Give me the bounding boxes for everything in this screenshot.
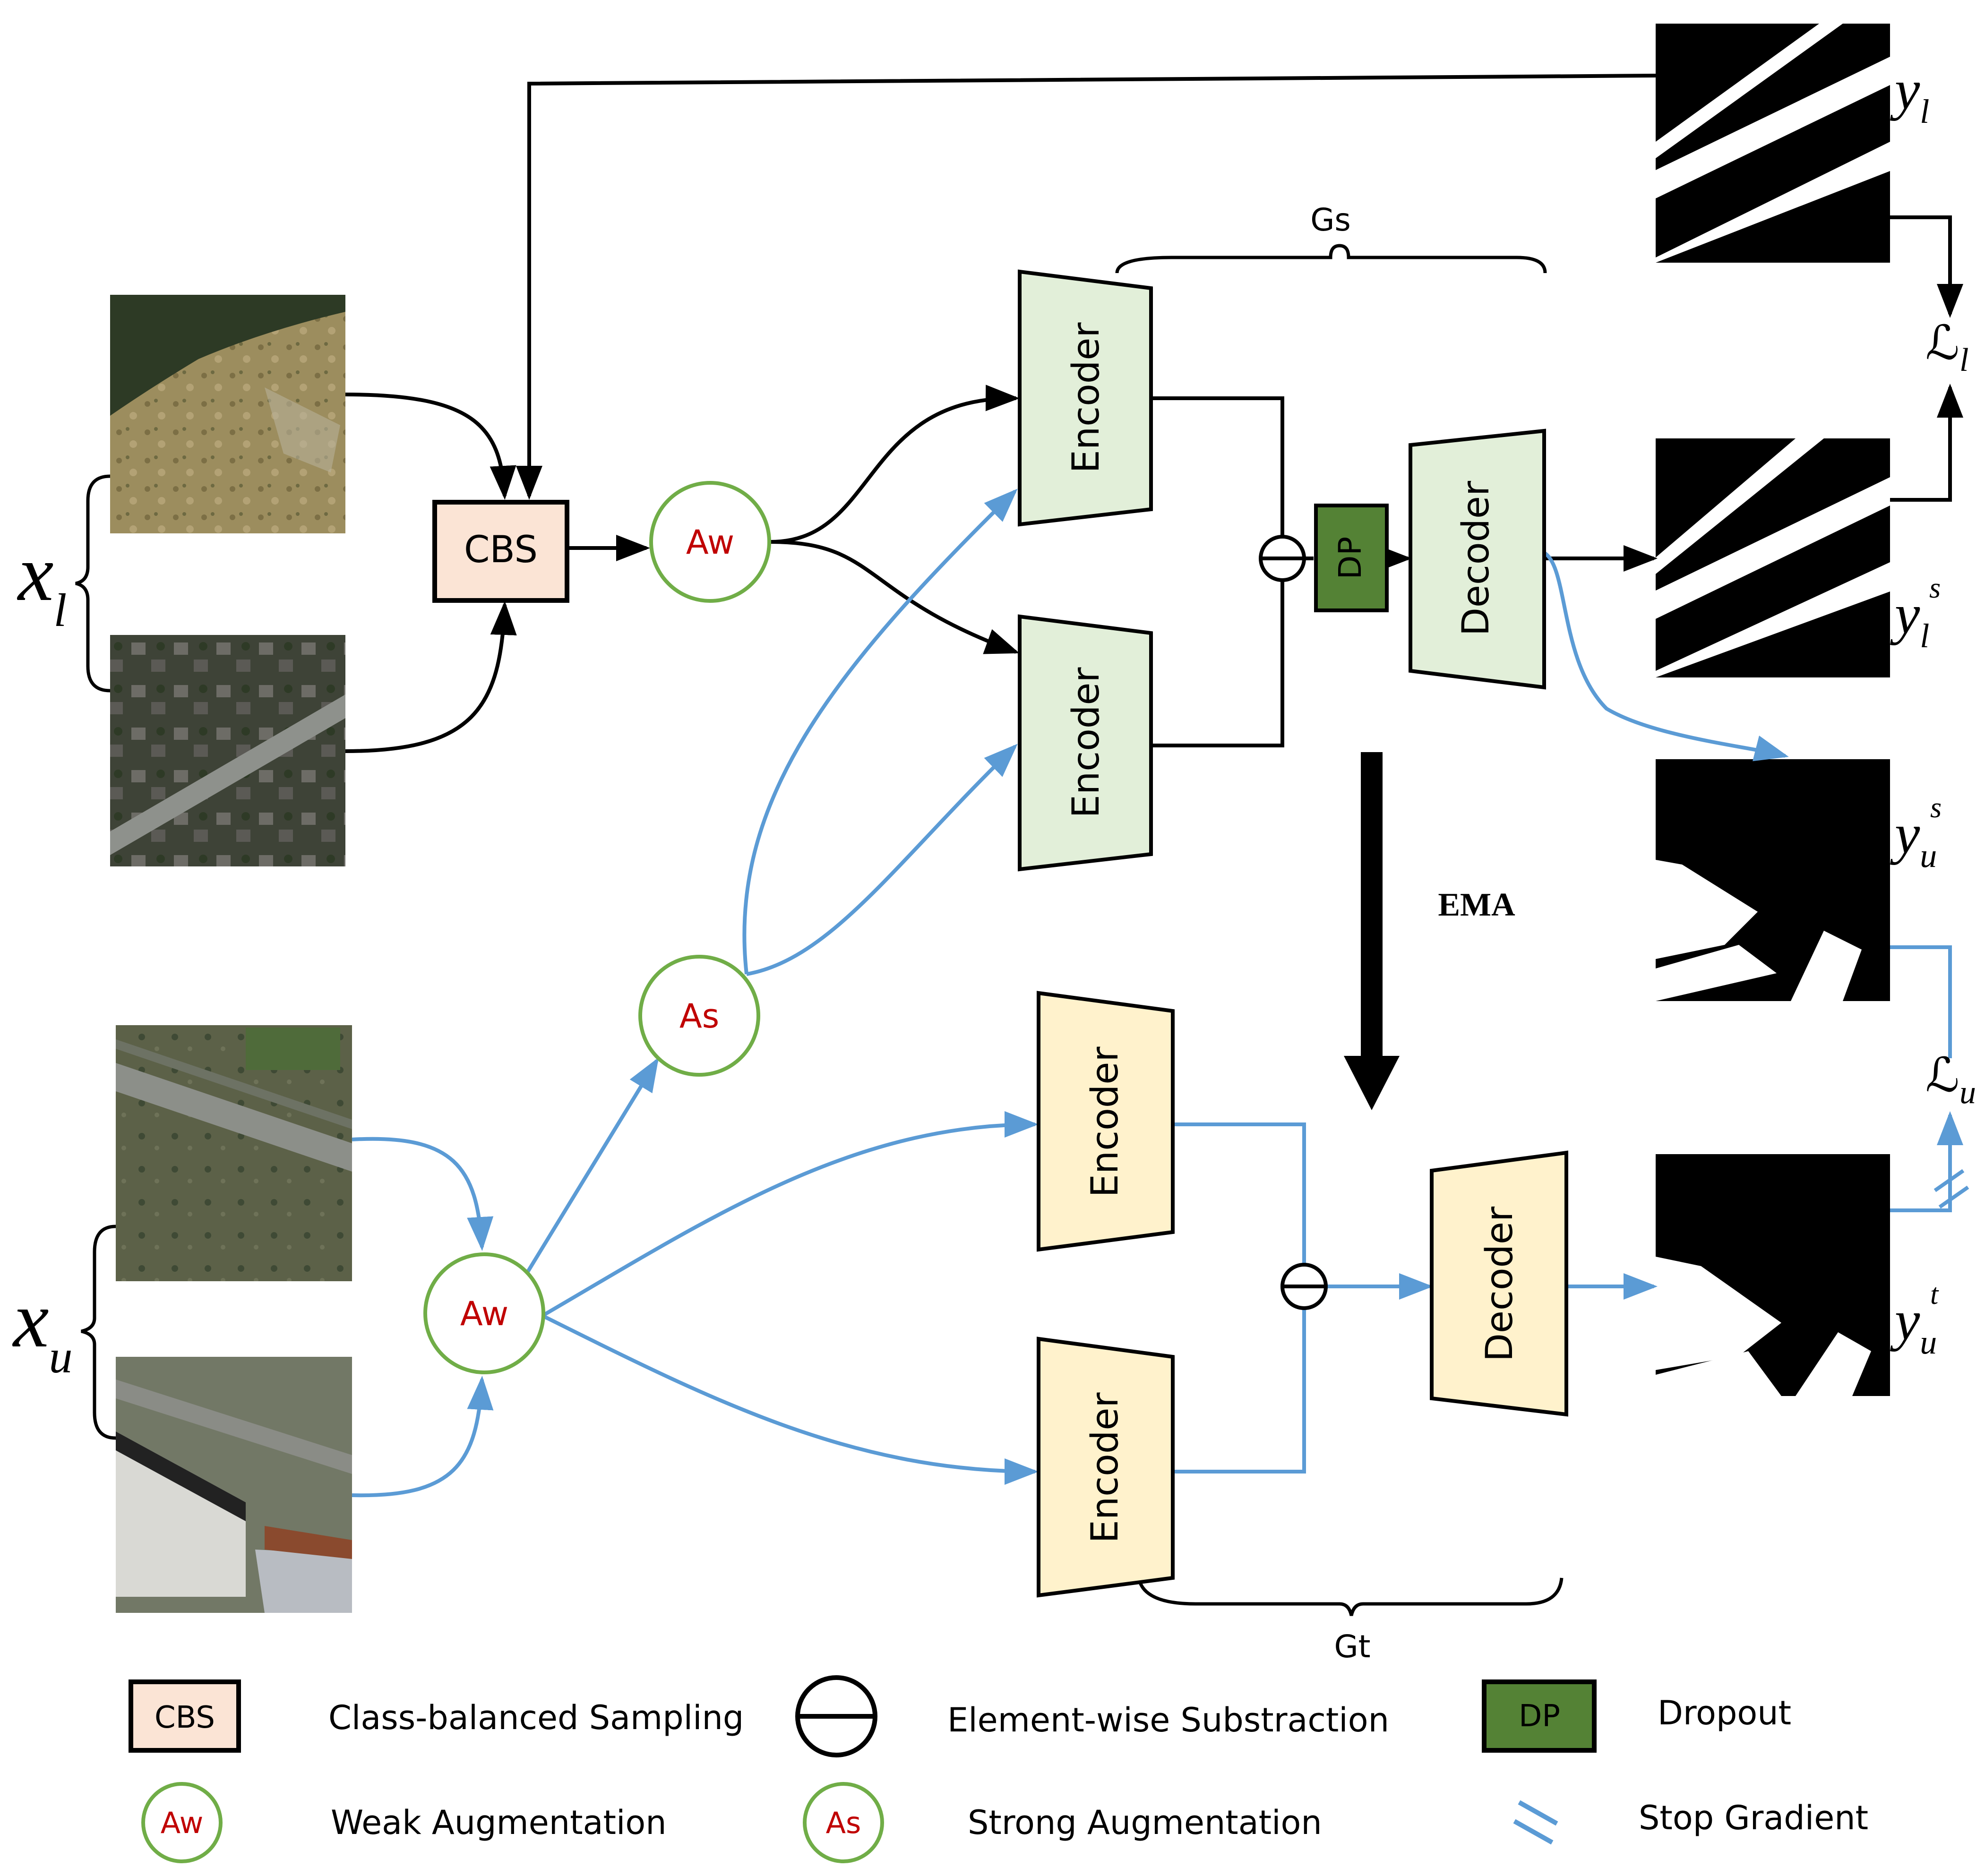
as-text: As bbox=[679, 997, 719, 1036]
mask-yls bbox=[1656, 438, 1890, 677]
student-decoder-text: Decoder bbox=[1455, 480, 1497, 636]
aw-top-circle: Aw bbox=[649, 481, 771, 603]
xu-bracket bbox=[81, 1225, 116, 1440]
gs-brace bbox=[1115, 244, 1547, 274]
legend-aw-key: Aw bbox=[161, 1806, 204, 1840]
legend-dp-label: Dropout bbox=[1658, 1694, 1791, 1732]
legend-dp-box bbox=[1482, 1679, 1597, 1753]
student-encoder-2-text: Encoder bbox=[1065, 667, 1108, 818]
cbs-text: CBS bbox=[464, 529, 538, 571]
teacher-decoder-text: Decoder bbox=[1478, 1206, 1521, 1362]
legend-as-key: As bbox=[826, 1806, 861, 1840]
ema-arrow bbox=[1344, 752, 1400, 1110]
dp-text: DP bbox=[1332, 537, 1368, 580]
legend: CBS Class-balanced Sampling Element-wise… bbox=[129, 1675, 1868, 1863]
yut-label: yu bbox=[1890, 1289, 1937, 1361]
legend-sub-label: Element-wise Substraction bbox=[947, 1701, 1389, 1739]
gs-label: Gs bbox=[1310, 202, 1351, 238]
legend-as-label: Strong Augmentation bbox=[968, 1803, 1322, 1842]
cbs-block: CBS bbox=[432, 500, 569, 603]
teacher-encoder-2-text: Encoder bbox=[1084, 1392, 1126, 1543]
legend-as-symbol bbox=[803, 1782, 884, 1863]
legend-stop-gradient-symbol bbox=[1513, 1800, 1558, 1845]
student-encoder-2: Encoder bbox=[1018, 614, 1153, 872]
xl-bracket bbox=[75, 474, 111, 693]
loss-l-label: ℒl bbox=[1925, 317, 1968, 378]
dp-block: DP bbox=[1314, 504, 1389, 612]
mask-yl bbox=[1656, 24, 1890, 263]
loss-u-label: ℒu bbox=[1925, 1049, 1976, 1111]
yl-label: yl bbox=[1890, 58, 1929, 130]
xu-label: xu bbox=[12, 1275, 72, 1383]
legend-aw-symbol bbox=[141, 1782, 223, 1863]
labeled-image-1 bbox=[110, 295, 345, 533]
student-decoder: Decoder bbox=[1409, 428, 1546, 690]
gt-brace bbox=[1137, 1577, 1564, 1616]
subtraction-node-student bbox=[1259, 535, 1306, 582]
teacher-encoder-2: Encoder bbox=[1037, 1336, 1175, 1598]
aw-top-text: Aw bbox=[686, 523, 734, 562]
yut-sup: t bbox=[1930, 1278, 1939, 1311]
unlabeled-image-2 bbox=[116, 1357, 352, 1613]
teacher-encoder-1-text: Encoder bbox=[1084, 1046, 1126, 1198]
legend-sg-label: Stop Gradient bbox=[1639, 1799, 1868, 1837]
xl-label: xl bbox=[17, 529, 67, 636]
legend-cbs-key: CBS bbox=[155, 1700, 215, 1735]
yus-label: yu bbox=[1890, 802, 1937, 874]
legend-aw-label: Weak Augmentation bbox=[331, 1803, 667, 1842]
labeled-image-2 bbox=[110, 635, 345, 866]
yls-label: yl bbox=[1890, 583, 1929, 655]
unlabeled-image-1 bbox=[116, 1025, 352, 1281]
student-encoder-1: Encoder bbox=[1018, 269, 1153, 527]
mask-yus bbox=[1656, 759, 1890, 1001]
aw-bottom-circle: Aw bbox=[423, 1252, 545, 1374]
mask-yut bbox=[1656, 1154, 1890, 1396]
ema-label: EMA bbox=[1438, 887, 1515, 923]
legend-cbs-label: Class-balanced Sampling bbox=[328, 1698, 744, 1737]
legend-dp-key: DP bbox=[1519, 1699, 1560, 1734]
yls-sup: s bbox=[1929, 572, 1941, 604]
as-circle: As bbox=[638, 955, 760, 1077]
aw-bottom-text: Aw bbox=[460, 1294, 508, 1333]
subtraction-node-teacher bbox=[1280, 1263, 1328, 1310]
teacher-decoder: Decoder bbox=[1430, 1150, 1568, 1417]
gt-label: Gt bbox=[1334, 1628, 1370, 1665]
legend-cbs-box bbox=[129, 1679, 241, 1753]
student-encoder-1-text: Encoder bbox=[1065, 322, 1108, 473]
teacher-encoder-1: Encoder bbox=[1037, 991, 1175, 1252]
yus-sup: s bbox=[1930, 792, 1942, 824]
